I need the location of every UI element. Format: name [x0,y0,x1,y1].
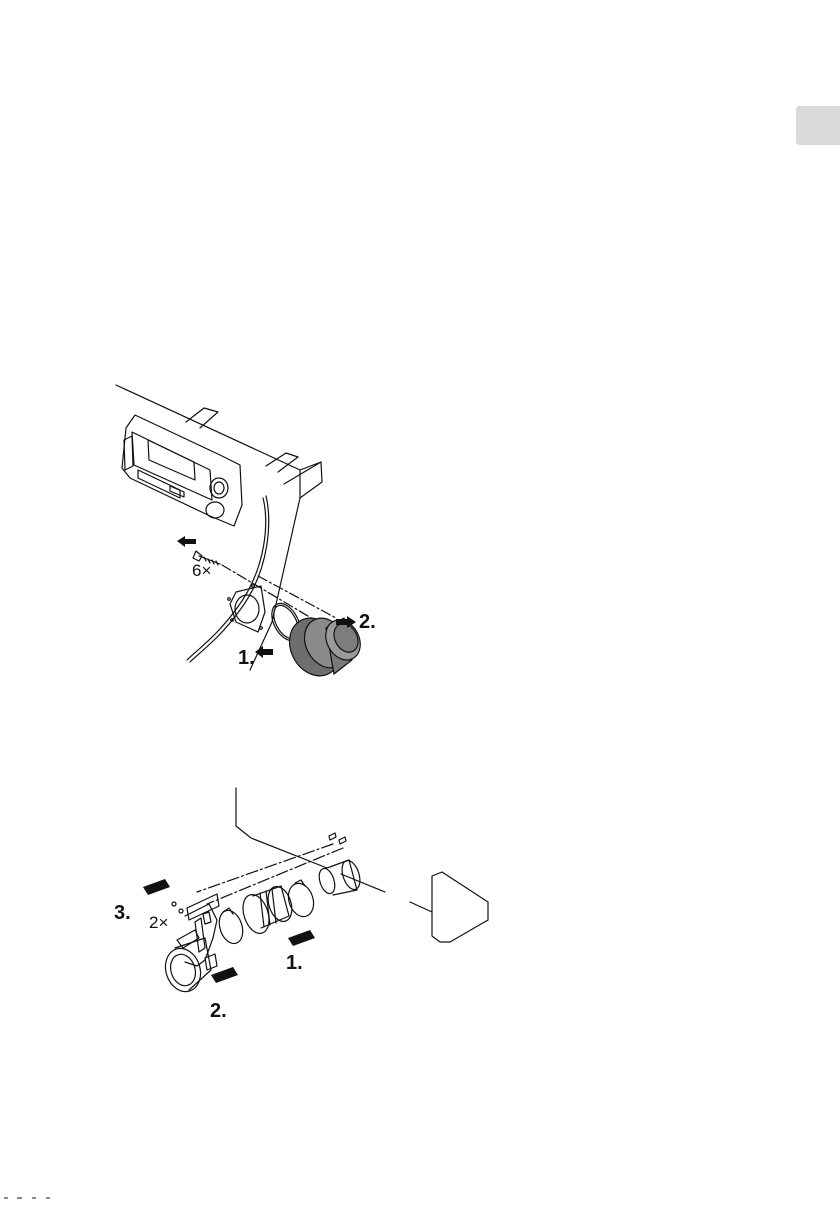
arrow-step-1 [255,646,273,658]
step-3-label: 3. [114,902,131,924]
step-2-label: 2. [359,611,376,633]
bottom-margin-marks [0,1187,60,1190]
arrow-step-2 [211,967,238,983]
arrow-screw [177,536,196,547]
arrow-step-3 [143,879,170,895]
figure-1-illustration: 6× 2. 1. [100,370,400,680]
step-1-label: 1. [286,952,303,974]
arrow-step-1 [288,930,315,946]
step-1-label: 1. [238,647,255,669]
screw-count-label: 2× [149,913,168,932]
screw-count-label: 6× [192,561,211,580]
step-2-label: 2. [210,1000,227,1022]
figure-2-illustration: 1. 2. 3. 2× [105,780,500,1025]
language-tab[interactable] [796,106,840,145]
